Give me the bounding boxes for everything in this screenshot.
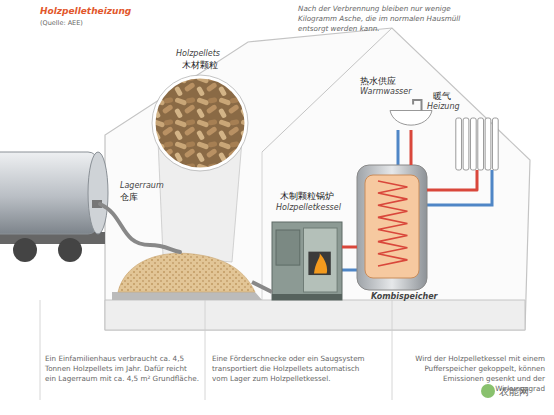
heat-coil (378, 181, 407, 266)
tap (413, 100, 421, 111)
boiler-shape (272, 222, 342, 300)
tank-cutaway (365, 175, 419, 278)
radiator-fin (478, 118, 484, 170)
floor (105, 300, 525, 330)
diagram-title: Holzpelletheizung (40, 6, 131, 16)
node-label: Holzpellets (176, 50, 220, 59)
boiler-hopper (276, 230, 300, 265)
note-text: Ein Einfamilienhaus verbraucht ca. 4,5 T… (45, 354, 200, 384)
node-label: Heizung (427, 103, 460, 112)
storage-tank-shape (357, 165, 427, 290)
node-label: 木制颗粒锅炉 (280, 192, 334, 201)
truck-tank (0, 152, 98, 234)
radiator-fin (492, 118, 498, 170)
node-label: 仓库 (120, 193, 138, 202)
house-outline (105, 28, 530, 330)
boiler-window (308, 252, 330, 275)
note-text: Wird der Holzpelletkessel mit einem Puff… (395, 354, 545, 394)
storage-tank: Kombispeicher (357, 165, 427, 290)
node-label: Lagerraum (120, 182, 164, 191)
return-pipe (427, 170, 492, 205)
storage-floor (112, 292, 262, 300)
storage-room: Lagerraum 仓库 (112, 178, 252, 290)
partition-wall (262, 152, 263, 300)
fill-hose (100, 204, 180, 252)
radiator-fin (485, 118, 491, 170)
radiator-fin (463, 118, 469, 170)
boiler-flame (314, 253, 327, 273)
watermark-logo (481, 384, 495, 398)
radiator-shape (455, 118, 499, 170)
tank-shell (357, 165, 427, 290)
node-label: 暖气 (433, 92, 451, 101)
boiler-base (272, 294, 342, 300)
note-text: Nach der Verbrennung bleiben nur wenige … (298, 4, 470, 34)
heating-pipe (427, 170, 477, 190)
truck-wheel (58, 238, 82, 262)
sink: 热水供应Warmwasser (390, 100, 432, 130)
source-caption: (Quelle: AEE) (40, 19, 83, 27)
node-label: 热水供应 (360, 77, 396, 86)
radiator-fin (470, 118, 476, 170)
node-label: Kombispeicher (371, 293, 438, 302)
truck-wheel (13, 238, 37, 262)
pellet-zoom-rim (152, 75, 248, 171)
node-label: Holzpelletkessel (276, 204, 341, 213)
radiator-fin (456, 118, 462, 170)
feed-auger (252, 282, 272, 292)
pellet-zoom-circle (154, 77, 246, 169)
sink-basin (390, 111, 432, 126)
flow-pipe (342, 246, 357, 249)
hot-water-pipe (410, 130, 413, 165)
boiler-body (272, 222, 342, 300)
divider-line (392, 300, 393, 400)
divider-line (205, 300, 206, 400)
zoom-circle-shape (152, 75, 248, 171)
note-text: Eine Förderschnecke oder ein Saugsystem … (212, 354, 377, 384)
return-pipe (342, 269, 357, 272)
boiler: 木制颗粒锅炉Holzpelletkessel (272, 222, 342, 300)
zoom-circle: Holzpellets木材颗粒 (152, 75, 248, 171)
radiator: 暖气Heizung (455, 118, 499, 170)
node-label: 木材颗粒 (182, 61, 218, 70)
node-label: Warmwasser (360, 88, 411, 97)
truck-tank-end (88, 152, 108, 234)
pellet-pile (118, 253, 255, 292)
divider-line (40, 300, 41, 400)
sink-shape (390, 100, 432, 130)
boiler-panel (304, 228, 338, 292)
watermark: 农能网 (499, 385, 549, 399)
cold-water-pipe (397, 130, 400, 165)
